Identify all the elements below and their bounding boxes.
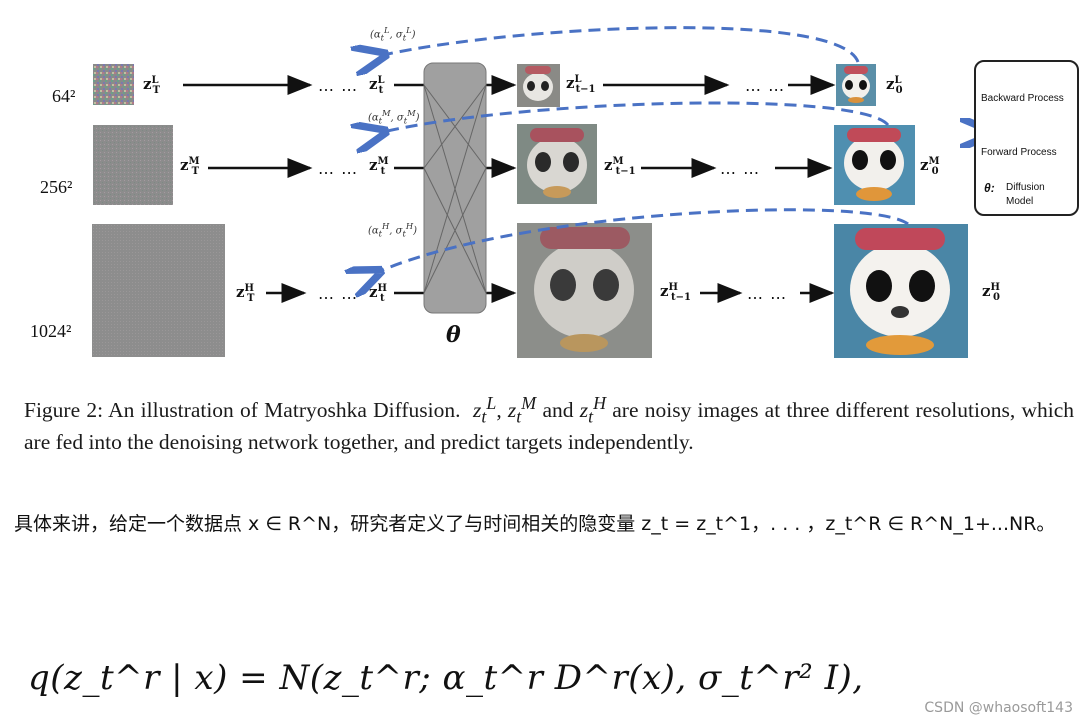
panda-noisy-mid (517, 124, 597, 204)
label-zT-high: zHT (236, 283, 255, 304)
noise-image-mid (93, 125, 173, 205)
caption-zM: ztM (507, 393, 537, 427)
noise-param-low: (αtL, σtL) (370, 25, 416, 43)
dots-mid-right: … … (720, 159, 761, 178)
label-zt-mid: zMt (369, 156, 389, 177)
noise-param-high: (αtH, σtH) (368, 221, 417, 239)
panda-clean-mid (834, 125, 915, 205)
model-cross-lines (423, 84, 487, 294)
dots-high-left: … … (318, 284, 359, 303)
caption-zL: ztL (472, 393, 497, 427)
chinese-paragraph: 具体来讲，给定一个数据点 x ∈ R^N，研究者定义了与时间相关的隐变量 z_t… (14, 513, 1056, 535)
legend-box (974, 60, 1079, 216)
legend-model-line1: Diffusion (1006, 182, 1045, 193)
label-z0-low: zL0 (886, 75, 903, 96)
panda-clean-low (836, 64, 876, 106)
label-ztm1-high: zHt−1 (660, 282, 691, 303)
caption-body: are noisy images at three different reso… (24, 398, 1074, 455)
resolution-64: 64² (52, 86, 76, 106)
forward-curve-mid (383, 101, 890, 132)
forward-curve-low (383, 26, 860, 62)
label-z0-mid: zM0 (920, 156, 940, 177)
legend-backward-label: Backward Process (981, 93, 1064, 104)
caption-and: and (542, 398, 574, 423)
label-zT-mid: zMT (180, 156, 200, 177)
theta-label: θ (446, 322, 461, 348)
noise-image-high (92, 224, 225, 357)
dots-mid-left: … … (318, 159, 359, 178)
dots-high-right: … … (747, 284, 788, 303)
panda-clean-high (834, 224, 968, 358)
legend-forward-label: Forward Process (981, 147, 1057, 158)
resolution-256: 256² (40, 177, 73, 197)
legend-theta-label: θ: (984, 181, 995, 195)
label-ztm1-mid: zMt−1 (604, 156, 636, 177)
watermark: CSDN @whaosoft143 (924, 700, 1073, 716)
label-z0-high: zH0 (982, 282, 1000, 303)
forward-curve-high (378, 208, 909, 272)
resolution-1024: 1024² (30, 321, 72, 341)
legend-model-line2: Model (1006, 196, 1034, 207)
noise-param-mid: (αtM, σtM) (368, 108, 420, 126)
caption-prefix: Figure 2: An illustration of Matryoshka … (24, 398, 461, 423)
formula: q(z_t^r | x) = N(z_t^r; α_t^r D^r(x), σ_… (28, 658, 864, 698)
figure-caption: Figure 2: An illustration of Matryoshka … (24, 393, 1074, 455)
panda-noisy-low (517, 64, 560, 107)
dots-low-right: … … (745, 76, 786, 95)
panda-noisy-high (517, 223, 652, 358)
label-zT-low: zLT (143, 75, 161, 96)
matryoshka-diagram (92, 26, 1065, 358)
label-zt-high: zHt (369, 283, 387, 304)
noise-image-low (93, 64, 134, 105)
caption-zH: ztH (579, 393, 607, 427)
dots-low-left: … … (318, 76, 359, 95)
label-zt-low: zLt (369, 75, 385, 96)
label-ztm1-low: zLt−1 (566, 74, 596, 95)
